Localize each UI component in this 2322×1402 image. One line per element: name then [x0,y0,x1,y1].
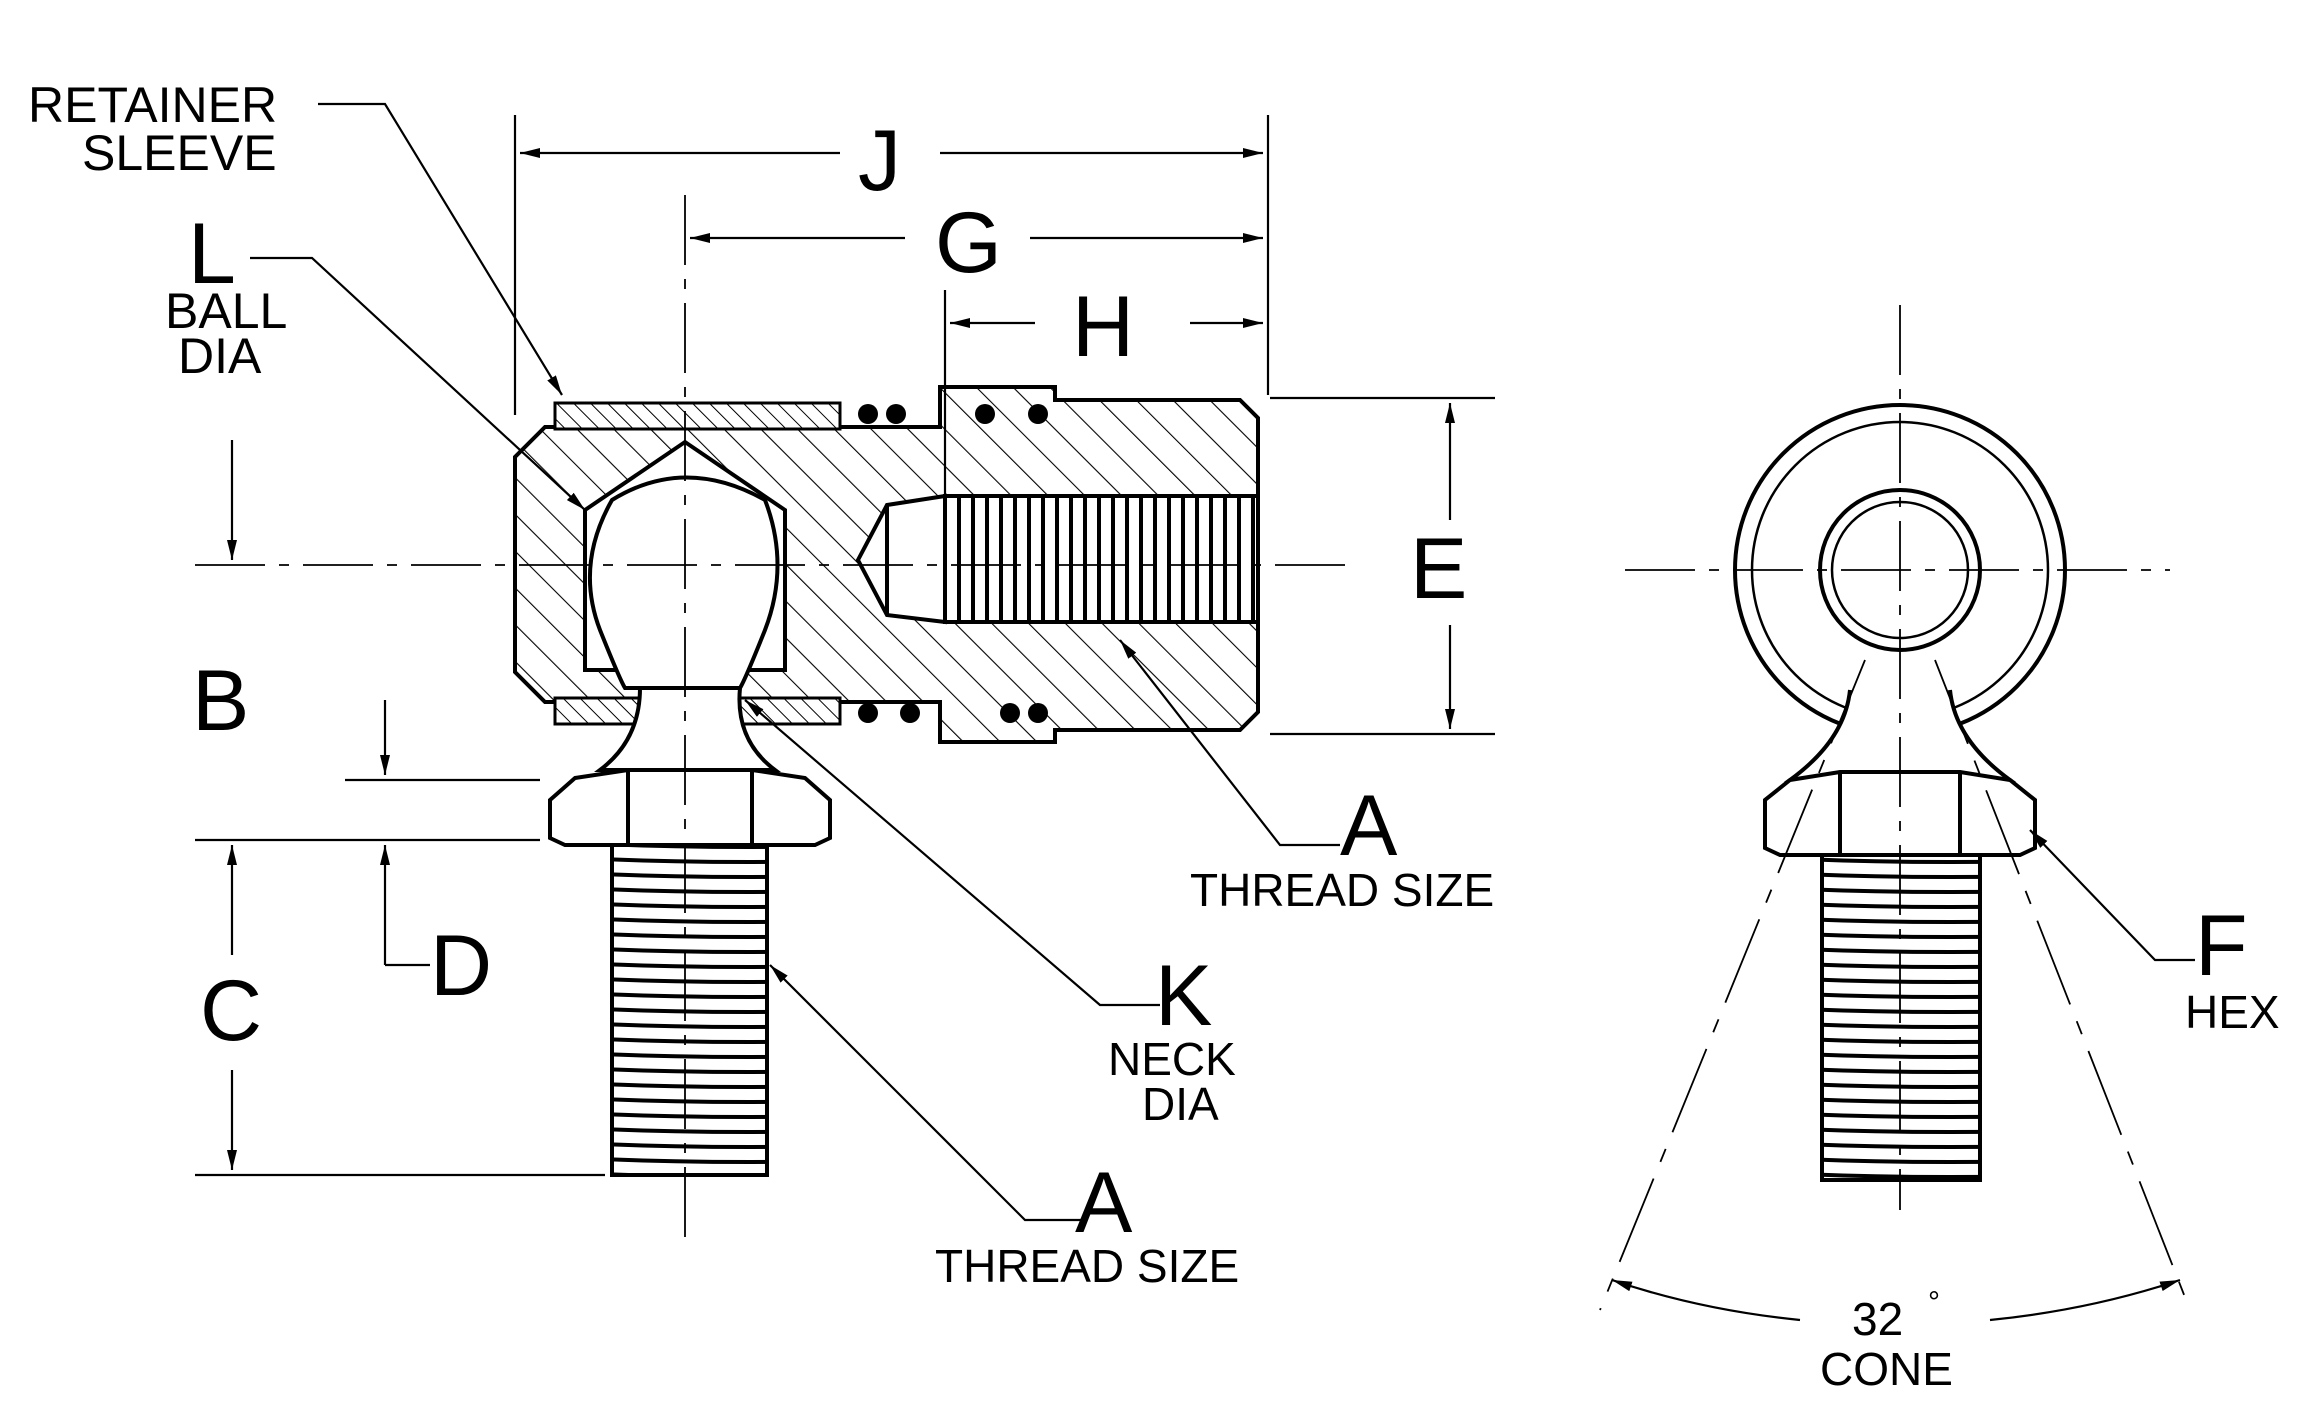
label-K: K [1155,948,1212,1044]
label-B: B [192,653,249,749]
end-stud [1820,853,1982,1182]
label-hex: HEX [2185,986,2280,1038]
label-cone: CONE [1820,1343,1953,1395]
label-E: E [1410,521,1467,617]
label-thread-bottom: THREAD SIZE [935,1240,1239,1292]
section-view [195,102,1495,1245]
spring-dots-bottom [858,703,1048,723]
label-degree: ° [1928,1286,1940,1319]
ball-neck [594,686,781,772]
label-C: C [200,963,262,1059]
label-H: H [1072,279,1134,375]
label-D: D [430,918,492,1014]
label-J: J [858,113,901,209]
label-ball: BALL [165,283,287,339]
label-A-bottom: A [1075,1155,1133,1251]
label-L: L [188,206,236,302]
ball [587,475,780,690]
label-neck: NECK [1108,1033,1236,1085]
label-retainer-1: RETAINER [28,77,277,133]
label-retainer-2: SLEEVE [82,125,277,181]
label-A-right: A [1340,778,1398,874]
label-G: G [935,195,1002,291]
end-hex [1763,770,2037,857]
label-thread-right: THREAD SIZE [1190,864,1494,916]
bore-tip [855,493,947,625]
end-view [1599,305,2195,1322]
hex-nut [548,768,832,847]
threaded-bore [943,494,1260,624]
label-neck-dia: DIA [1142,1078,1219,1130]
threaded-stud [610,843,769,1177]
retainer-sleeve-top [553,401,842,431]
label-F: F [2195,898,2248,994]
spring-dots-top [858,404,1048,424]
label-cone-angle: 32 [1852,1293,1903,1345]
label-ball-dia: DIA [178,328,262,384]
